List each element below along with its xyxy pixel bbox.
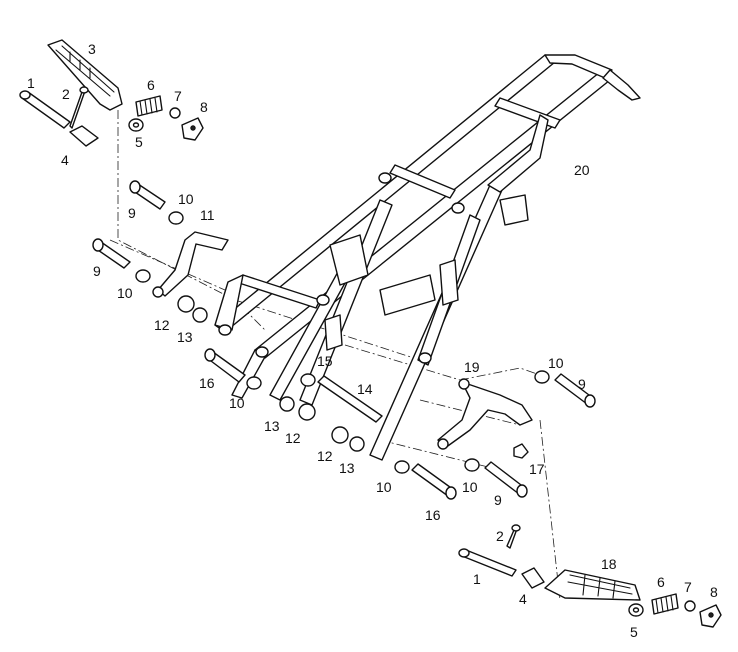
main-frame (214, 54, 641, 461)
spring-left (135, 95, 163, 117)
callout-11: 11 (200, 207, 215, 223)
footpeg-right (544, 569, 641, 601)
bracket-left-assembly (92, 180, 229, 323)
callout-9: 9 (93, 263, 101, 279)
callout-19: 19 (464, 359, 480, 375)
callout-2: 2 (62, 86, 70, 102)
callout-9: 9 (128, 205, 136, 221)
callout-10: 10 (117, 285, 133, 301)
callout-8: 8 (200, 99, 208, 115)
callout-10: 10 (229, 395, 245, 411)
callout-5: 5 (630, 624, 638, 640)
spacer-12a (177, 295, 195, 313)
callout-4: 4 (61, 152, 69, 168)
callout-13: 13 (264, 418, 280, 434)
callout-2: 2 (496, 528, 504, 544)
callout-15: 15 (317, 353, 333, 369)
callout-10: 10 (548, 355, 564, 371)
callout-17: 17 (529, 461, 545, 477)
callout-labels: 1 2 3 4 5 6 7 8 9 10 11 9 10 12 13 16 10… (27, 41, 718, 640)
callout-10: 10 (462, 479, 478, 495)
pin-right (461, 549, 517, 577)
callout-3: 3 (88, 41, 96, 57)
callout-1: 1 (473, 571, 481, 587)
washer-10a (168, 211, 184, 225)
callout-12: 12 (154, 317, 170, 333)
washer-10c (246, 376, 262, 390)
ball-right (684, 600, 696, 612)
lockwasher-13a (192, 307, 208, 323)
spacer-12b (298, 403, 316, 421)
callout-7: 7 (684, 579, 692, 595)
callout-20: 20 (574, 162, 590, 178)
callout-7: 7 (174, 88, 182, 104)
callout-10: 10 (376, 479, 392, 495)
center-hardware (204, 348, 383, 452)
callout-10: 10 (178, 191, 194, 207)
callout-6: 6 (657, 574, 665, 590)
bolt-14 (317, 375, 383, 423)
callout-4: 4 (519, 591, 527, 607)
spring-right (651, 593, 679, 615)
bracket-19 (437, 381, 533, 449)
bracket-right-assembly (394, 370, 596, 500)
callout-9: 9 (494, 492, 502, 508)
callout-18: 18 (601, 556, 617, 572)
bushing-right (521, 567, 545, 589)
cotter-pin-left (69, 87, 87, 129)
callout-16: 16 (425, 507, 441, 523)
footpeg-left-assembly (19, 39, 204, 147)
bracket-11 (157, 231, 229, 297)
lockwasher-13c (349, 436, 365, 452)
spacer-12c (331, 426, 349, 444)
callout-9: 9 (578, 376, 586, 392)
callout-1: 1 (27, 75, 35, 91)
bushing-left (69, 125, 99, 147)
washer-10d (534, 370, 550, 384)
callout-12: 12 (285, 430, 301, 446)
nut-17 (513, 443, 529, 459)
callout-8: 8 (710, 584, 718, 600)
callout-13: 13 (339, 460, 355, 476)
callout-5: 5 (135, 134, 143, 150)
callout-16: 16 (199, 375, 215, 391)
lockwasher-13b (279, 396, 295, 412)
ball-left (169, 107, 181, 119)
callout-13: 13 (177, 329, 193, 345)
footpeg-right-assembly (458, 524, 722, 628)
washer-10b (135, 269, 151, 283)
washer-10f (464, 458, 480, 472)
washer-15 (300, 373, 316, 387)
callout-6: 6 (147, 77, 155, 93)
callout-12: 12 (317, 448, 333, 464)
callout-14: 14 (357, 381, 373, 397)
washer-10e (394, 460, 410, 474)
